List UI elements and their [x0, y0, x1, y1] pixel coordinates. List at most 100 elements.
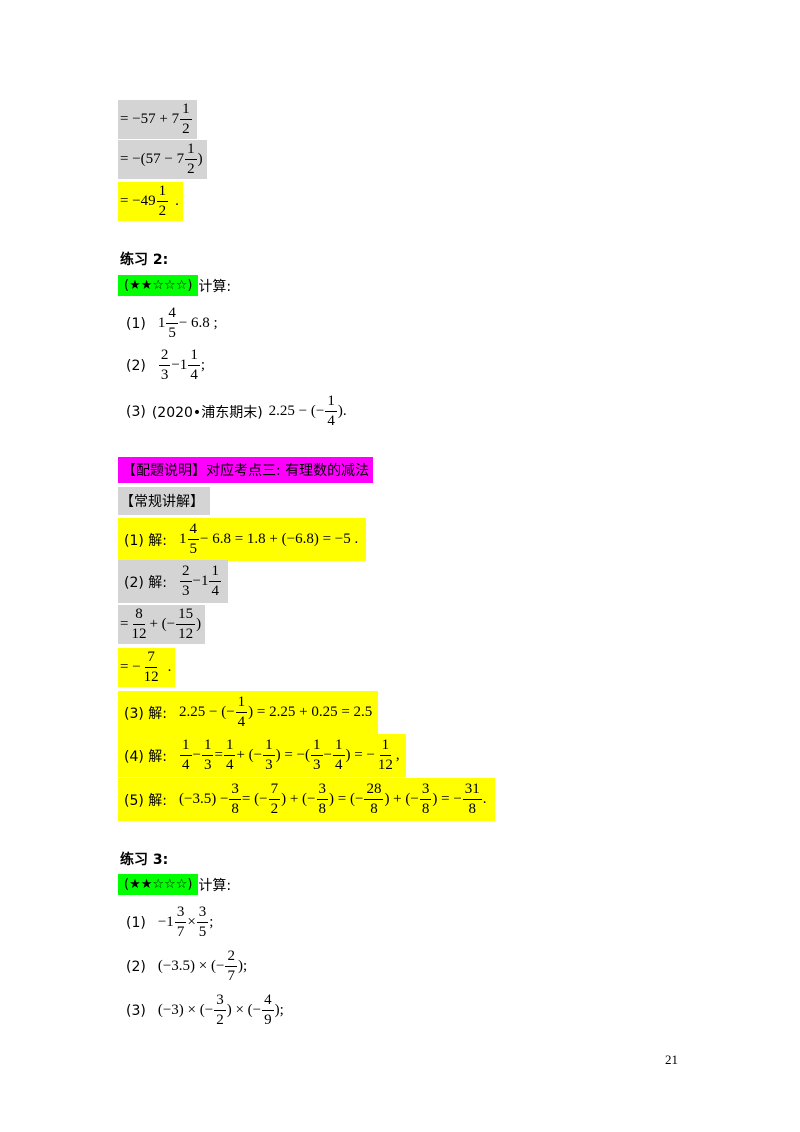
section-changgui: 【常规讲解】	[118, 487, 210, 515]
question-label: (3)	[126, 1002, 146, 1019]
expr-text: 2.25 − (−	[179, 704, 235, 720]
expr-text: = −(57 − 7	[120, 151, 185, 167]
solution-label: (5) 解:	[124, 792, 167, 809]
expr-text: − 6.8 ;	[178, 315, 218, 331]
exercise-2-header: (★★☆☆☆) 计算:	[118, 275, 231, 296]
section-label: 【配题说明】对应考点三: 有理数的减法	[118, 457, 374, 483]
question-label: (1)	[126, 315, 146, 332]
expr-text: ) = −(	[275, 747, 311, 763]
expr-text: ) + (−	[281, 791, 316, 807]
expr-text: ;	[200, 357, 205, 373]
expr-text: );	[274, 1002, 284, 1018]
question-label: (2)	[126, 357, 146, 374]
expr-text: .	[482, 791, 487, 807]
expr-text: = (−	[241, 791, 268, 807]
question-label: (1)	[126, 914, 146, 931]
expr-text: ).	[337, 403, 347, 419]
expr-text: 2.25 − (−	[268, 403, 325, 419]
expr-text: = −57 + 7	[120, 111, 180, 127]
question-label: (3)	[126, 403, 146, 420]
expr-text: .	[175, 193, 179, 209]
expr-text: ) = −	[345, 747, 375, 763]
expr-text: ) + (−	[384, 791, 419, 807]
expr-text: (−3.5) −	[179, 791, 229, 807]
exercise-3-header: (★★☆☆☆) 计算:	[118, 874, 231, 895]
expr-text: );	[237, 958, 248, 974]
expr-text: 1	[157, 315, 166, 331]
instruction-text: 计算:	[198, 278, 232, 295]
expr-text: )	[197, 151, 203, 167]
question-label: (2)	[126, 958, 146, 975]
page-number: 21	[665, 1052, 678, 1067]
expr-text: −	[323, 747, 332, 763]
expr-text: =	[120, 616, 129, 632]
expr-text: = −49	[120, 193, 156, 209]
expr-text: (−3.5) × (−	[157, 958, 225, 974]
difficulty-stars: (★★☆☆☆)	[118, 874, 199, 895]
expr-text: ;	[209, 914, 214, 930]
expr-text: ,	[395, 747, 400, 763]
exercise-3-title: 练习 3:	[120, 852, 169, 868]
expr-text: −	[192, 747, 201, 763]
expr-text: (−3) × (−	[157, 1002, 214, 1018]
expr-text: ) = (−	[329, 791, 364, 807]
expr-text: + (−	[149, 616, 176, 632]
expr-text: .	[167, 659, 172, 675]
expr-text: =	[214, 747, 223, 763]
expr-text: ) = 2.25 + 0.25 = 2.5	[248, 704, 373, 720]
solution-label: (4) 解:	[124, 748, 167, 765]
expr-text: −1	[192, 573, 209, 589]
section-peiti: 【配题说明】对应考点三: 有理数的减法	[118, 457, 374, 483]
expr-text: −1	[157, 914, 174, 930]
expr-text: + (−	[236, 747, 263, 763]
expr-text: −1	[171, 357, 188, 373]
difficulty-stars: (★★☆☆☆)	[118, 275, 199, 296]
expr-text: 1	[179, 531, 187, 547]
solution-label: (2) 解:	[124, 574, 167, 591]
instruction-text: 计算:	[198, 877, 232, 894]
solution-label: (1) 解:	[124, 532, 167, 549]
